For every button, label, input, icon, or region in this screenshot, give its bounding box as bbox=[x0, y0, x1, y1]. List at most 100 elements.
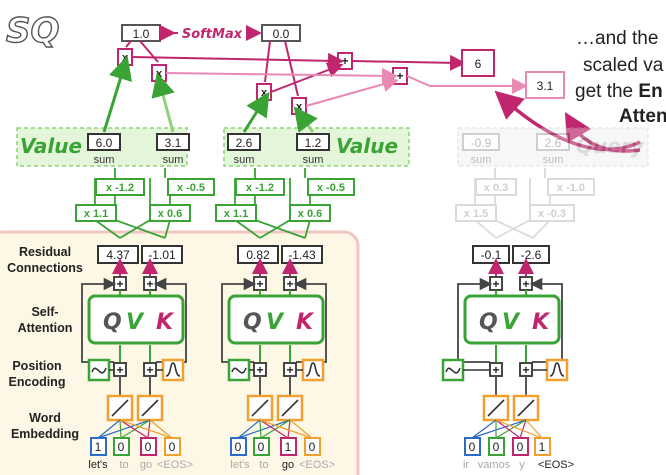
svg-text:Attention: Attention bbox=[18, 321, 73, 335]
decoder-column: -0.1 -2.6 + + Q V K + + bbox=[441, 245, 574, 471]
caption-arrow bbox=[494, 90, 641, 152]
svg-text:y: y bbox=[519, 459, 525, 471]
svg-text:to: to bbox=[259, 459, 268, 471]
svg-text:x 0.6: x 0.6 bbox=[298, 208, 322, 220]
svg-text:go: go bbox=[282, 459, 294, 471]
svg-text:<EOS>: <EOS> bbox=[299, 459, 335, 471]
svg-text:sum: sum bbox=[163, 154, 184, 166]
svg-text:x -1.2: x -1.2 bbox=[246, 182, 274, 194]
svg-text:+: + bbox=[146, 363, 153, 377]
svg-text:x: x bbox=[261, 87, 268, 99]
svg-text:-1.01: -1.01 bbox=[148, 248, 176, 262]
svg-text:+: + bbox=[522, 277, 529, 291]
value-2-v1: 2.6 bbox=[236, 136, 253, 150]
softmax-left-value: 1.0 bbox=[133, 27, 150, 41]
svg-text:+: + bbox=[286, 277, 293, 291]
output-value-2: 3.1 bbox=[537, 79, 554, 93]
svg-text:Position: Position bbox=[12, 359, 61, 373]
statquest-logo: SQ bbox=[5, 10, 60, 51]
svg-text:+: + bbox=[116, 277, 123, 291]
svg-text:Connections: Connections bbox=[7, 261, 83, 275]
svg-text:0: 0 bbox=[145, 440, 152, 454]
value-1-v1: 6.0 bbox=[96, 136, 113, 150]
svg-text:let's: let's bbox=[230, 459, 250, 471]
query-block: -0.9 sum 2.6 sum Query x 0.3 x -1.0 x 1.… bbox=[455, 127, 649, 239]
svg-text:K: K bbox=[296, 310, 315, 335]
svg-text:0: 0 bbox=[235, 440, 242, 454]
svg-text:Q: Q bbox=[479, 310, 498, 335]
svg-text:<EOS>: <EOS> bbox=[157, 459, 193, 471]
svg-text:1: 1 bbox=[95, 440, 102, 454]
svg-text:Encoding: Encoding bbox=[9, 375, 66, 389]
svg-text:+: + bbox=[492, 363, 499, 377]
svg-text:sum: sum bbox=[543, 154, 564, 166]
svg-text:scaled va: scaled va bbox=[583, 55, 664, 76]
svg-text:Embedding: Embedding bbox=[11, 427, 79, 441]
svg-text:x 0.3: x 0.3 bbox=[484, 182, 508, 194]
svg-text:sum: sum bbox=[471, 154, 492, 166]
svg-text:0: 0 bbox=[258, 440, 265, 454]
svg-text:V: V bbox=[502, 310, 521, 335]
svg-text:sum: sum bbox=[94, 154, 115, 166]
svg-text:…and the: …and the bbox=[576, 28, 658, 49]
svg-text:Residual: Residual bbox=[19, 245, 71, 259]
svg-text:+: + bbox=[341, 54, 348, 68]
value-title-1: Value bbox=[20, 134, 82, 158]
svg-text:+: + bbox=[116, 363, 123, 377]
svg-text:x -0.5: x -0.5 bbox=[317, 182, 345, 194]
svg-text:V: V bbox=[126, 310, 145, 335]
svg-text:0: 0 bbox=[469, 440, 476, 454]
svg-text:K: K bbox=[156, 310, 175, 335]
svg-text:go: go bbox=[140, 459, 152, 471]
svg-text:0.82: 0.82 bbox=[246, 248, 270, 262]
encoder-column-2: 0.82 -1.43 + + Q V K + + bbox=[221, 245, 335, 471]
svg-text:x -0.3: x -0.3 bbox=[538, 208, 566, 220]
svg-text:x: x bbox=[296, 101, 303, 113]
row-labels: Residual Connections Self- Attention Pos… bbox=[7, 245, 83, 441]
svg-text:x -1.2: x -1.2 bbox=[106, 182, 134, 194]
svg-text:+: + bbox=[522, 363, 529, 377]
svg-text:V: V bbox=[266, 310, 285, 335]
svg-text:-1.43: -1.43 bbox=[288, 248, 316, 262]
value-title-2: Value bbox=[336, 134, 398, 158]
svg-text:x: x bbox=[156, 68, 163, 80]
svg-text:x 1.1: x 1.1 bbox=[84, 208, 108, 220]
svg-text:SQ: SQ bbox=[6, 11, 59, 51]
svg-text:+: + bbox=[492, 277, 499, 291]
svg-text:Q: Q bbox=[103, 310, 122, 335]
svg-text:4.37: 4.37 bbox=[106, 248, 130, 262]
svg-text:+: + bbox=[396, 69, 403, 83]
svg-text:x -1.0: x -1.0 bbox=[557, 182, 585, 194]
svg-text:to: to bbox=[119, 459, 128, 471]
svg-text:x -0.5: x -0.5 bbox=[177, 182, 205, 194]
value-2-v2: 1.2 bbox=[305, 136, 322, 150]
svg-text:get the En: get the En bbox=[575, 81, 663, 102]
caption: …and the scaled va get the En Atten bbox=[575, 28, 666, 127]
svg-text:<EOS>: <EOS> bbox=[538, 459, 574, 471]
svg-text:0: 0 bbox=[118, 440, 125, 454]
svg-text:1: 1 bbox=[285, 440, 292, 454]
softmax-right-value: 0.0 bbox=[273, 27, 290, 41]
svg-text:sum: sum bbox=[303, 154, 324, 166]
svg-text:+: + bbox=[286, 363, 293, 377]
value-1-v2: 3.1 bbox=[165, 136, 182, 150]
svg-text:0: 0 bbox=[517, 440, 524, 454]
svg-text:0: 0 bbox=[309, 440, 316, 454]
svg-text:-0.1: -0.1 bbox=[481, 248, 502, 262]
svg-text:let's: let's bbox=[88, 459, 108, 471]
svg-text:Atten: Atten bbox=[619, 106, 666, 127]
svg-text:vamos: vamos bbox=[478, 459, 511, 471]
svg-text:+: + bbox=[256, 363, 263, 377]
encoder-column-1: 4.37 -1.01 + + Q V K + + bbox=[81, 245, 193, 471]
svg-text:0: 0 bbox=[493, 440, 500, 454]
output-value-1: 6 bbox=[475, 57, 482, 71]
svg-text:1: 1 bbox=[539, 440, 546, 454]
svg-text:+: + bbox=[146, 277, 153, 291]
output-box-2 bbox=[525, 71, 565, 99]
svg-text:Query: Query bbox=[576, 134, 645, 158]
svg-text:x 0.6: x 0.6 bbox=[158, 208, 182, 220]
svg-text:Q: Q bbox=[243, 310, 262, 335]
svg-text:-0.9: -0.9 bbox=[471, 136, 492, 150]
svg-text:x 1.5: x 1.5 bbox=[464, 208, 488, 220]
